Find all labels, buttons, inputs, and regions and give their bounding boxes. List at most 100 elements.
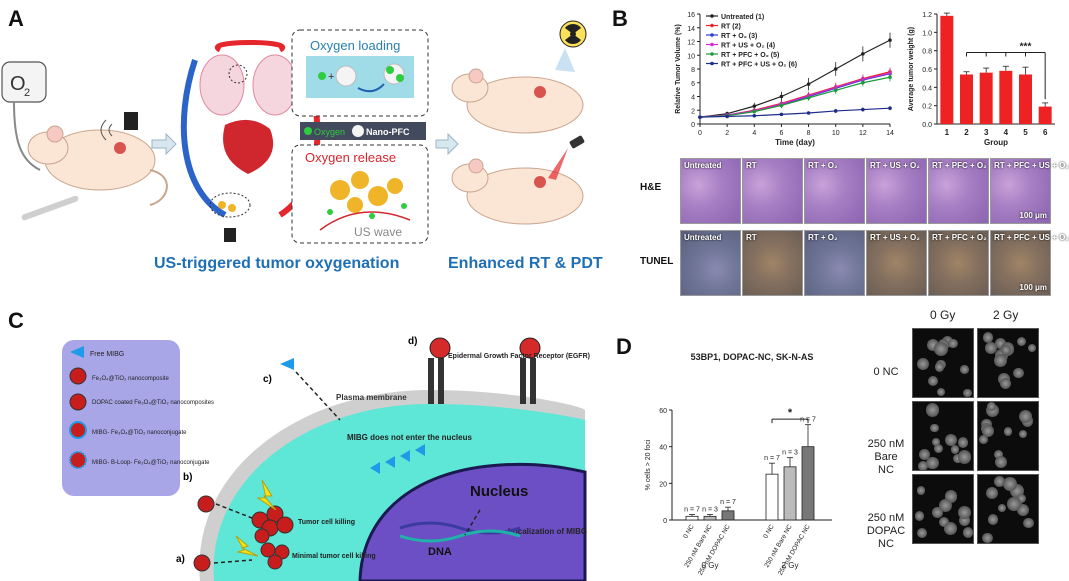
- nucleus-dot: [932, 438, 941, 447]
- legend-item-1: Fe₃O₄@TiO₂ nanocomposite: [92, 376, 169, 382]
- he-row-label: H&E: [640, 182, 662, 193]
- nucleus-dot: [957, 450, 972, 465]
- tunel-tile-label: RT + PFC + US + O₂: [994, 233, 1069, 242]
- nucleus-dot: [987, 514, 998, 525]
- he-tile: RT: [742, 158, 803, 224]
- nucleus-dot: [1018, 429, 1027, 438]
- y-axis-label: % cells > 20 foci: [645, 439, 652, 490]
- nucleus-dot: [926, 457, 939, 470]
- nucleus-dot: [1019, 410, 1033, 424]
- legend-marker: [710, 61, 714, 66]
- tumor-killing-label: Tumor cell killing: [298, 519, 355, 526]
- legend-label: Untreated (1): [721, 14, 764, 21]
- mouse-left: [21, 125, 168, 221]
- y-tick-label: 0.2: [922, 104, 932, 111]
- x-tick-label: 1: [945, 128, 950, 137]
- legend-label: RT + O₂ (3): [721, 33, 757, 40]
- arrow-right-icon-2: [435, 132, 459, 156]
- legend-label: RT + US + O₂ (4): [721, 43, 775, 50]
- nucleus-dot: [963, 388, 972, 398]
- legend-label: RT + PFC + US + O₂ (6): [721, 62, 797, 69]
- nucleus-dot: [925, 403, 940, 417]
- y-tick-label: 0: [691, 122, 695, 129]
- tunel-tile-label: RT: [746, 233, 757, 242]
- nucleus-dot: [1016, 493, 1027, 503]
- nucleus-dot: [930, 424, 939, 433]
- minimal-cell-cluster: [260, 542, 290, 570]
- oxygen-release-box: [291, 144, 429, 244]
- col-0gy-label: 0 Gy: [930, 308, 956, 322]
- nucleus-dot: [938, 498, 953, 513]
- he-tile-label: Untreated: [684, 161, 722, 170]
- nucleus-dot: [1013, 367, 1024, 378]
- arrow-right-icon: [151, 132, 177, 156]
- nucleus-dot: [986, 402, 996, 411]
- data-point: [833, 88, 838, 93]
- laser-icon: [548, 135, 585, 180]
- cell-image: [912, 474, 974, 544]
- y-tick-label: 16: [687, 12, 695, 19]
- bar: [960, 74, 973, 124]
- lightning-icon-2: [235, 535, 259, 557]
- nucleus-dot: [917, 460, 929, 472]
- bar: [783, 466, 797, 521]
- row-label-bare: 250 nM Bare NC: [867, 438, 905, 476]
- nucleus-dot: [993, 353, 1008, 368]
- nucleus-dot: [981, 532, 993, 544]
- panel-c: C Plasma membrane Nucleus Localization o…: [0, 300, 600, 581]
- o2-sub: 2: [24, 87, 30, 99]
- lightning-icon: [256, 479, 277, 511]
- y-tick-label: 0.4: [922, 85, 932, 92]
- legend-item-4: MIBG- B-Loop- Fe₃O₄@TiO₂ nanoconjugate: [92, 460, 210, 466]
- y-tick-label: 0.8: [922, 49, 932, 56]
- y-tick-label: 40: [659, 445, 667, 452]
- label-a: a): [176, 554, 185, 565]
- legend-item-3: MIBG- Fe₃O₄@TiO₂ nanoconjugate: [92, 430, 187, 436]
- localization-label: Localization of MIBG: [508, 527, 587, 536]
- nucleus-dot: [984, 342, 997, 354]
- data-point: [888, 75, 892, 80]
- cell-image: [912, 401, 974, 472]
- y-tick-label: 1.2: [922, 12, 932, 19]
- mouse-bottom-right: [451, 158, 584, 225]
- row-label-0nc: 0 NC: [873, 366, 899, 378]
- n-label: n = 7: [764, 455, 780, 462]
- he-tile: RT + US + O₂: [866, 158, 927, 224]
- nucleus-dot: [962, 527, 974, 539]
- nucleus-dot: [916, 486, 926, 495]
- cell-image: [977, 474, 1039, 544]
- tunel-tile: Untreated: [680, 230, 741, 296]
- nucleus-dot: [1000, 344, 1012, 356]
- nucleus-dot: [1003, 427, 1013, 437]
- panel-letter-d: D: [616, 334, 632, 359]
- x-tick-label: 12: [859, 130, 867, 137]
- x-axis-label: Group: [984, 138, 1008, 147]
- legend-marker: [710, 14, 714, 18]
- bar: [801, 446, 815, 521]
- egfr-label: Epidermal Growth Factor Receptor (EGFR): [448, 353, 590, 360]
- tunel-tile-label: Untreated: [684, 233, 722, 242]
- bar: [765, 473, 779, 521]
- nucleus-dot: [1000, 378, 1012, 390]
- nucleus-dot: [950, 444, 960, 454]
- nucleus-dot: [959, 515, 971, 526]
- nucleus-dot: [932, 507, 943, 518]
- tunel-row-label: TUNEL: [640, 256, 674, 267]
- mibg-not-enter-label: MIBG does not enter the nucleus: [347, 433, 472, 442]
- scale-bar-label: 100 μm: [1019, 211, 1047, 220]
- tunel-tile: RT: [742, 230, 803, 296]
- y-axis-label: Relative Tumor Volume (%): [675, 24, 682, 114]
- nucleus-dot: [936, 387, 946, 397]
- oxygen-tank: [1, 61, 47, 171]
- x-tick-label: 6: [1043, 128, 1048, 137]
- y-tick-label: 10: [687, 53, 695, 60]
- x-tick-label: 0: [698, 130, 702, 137]
- data-point: [806, 96, 811, 100]
- bar: [1019, 74, 1032, 124]
- y-tick-label: 60: [659, 408, 667, 415]
- data-point: [752, 113, 757, 118]
- y-tick-label: 2: [691, 108, 695, 115]
- y-tick-label: 20: [659, 481, 667, 488]
